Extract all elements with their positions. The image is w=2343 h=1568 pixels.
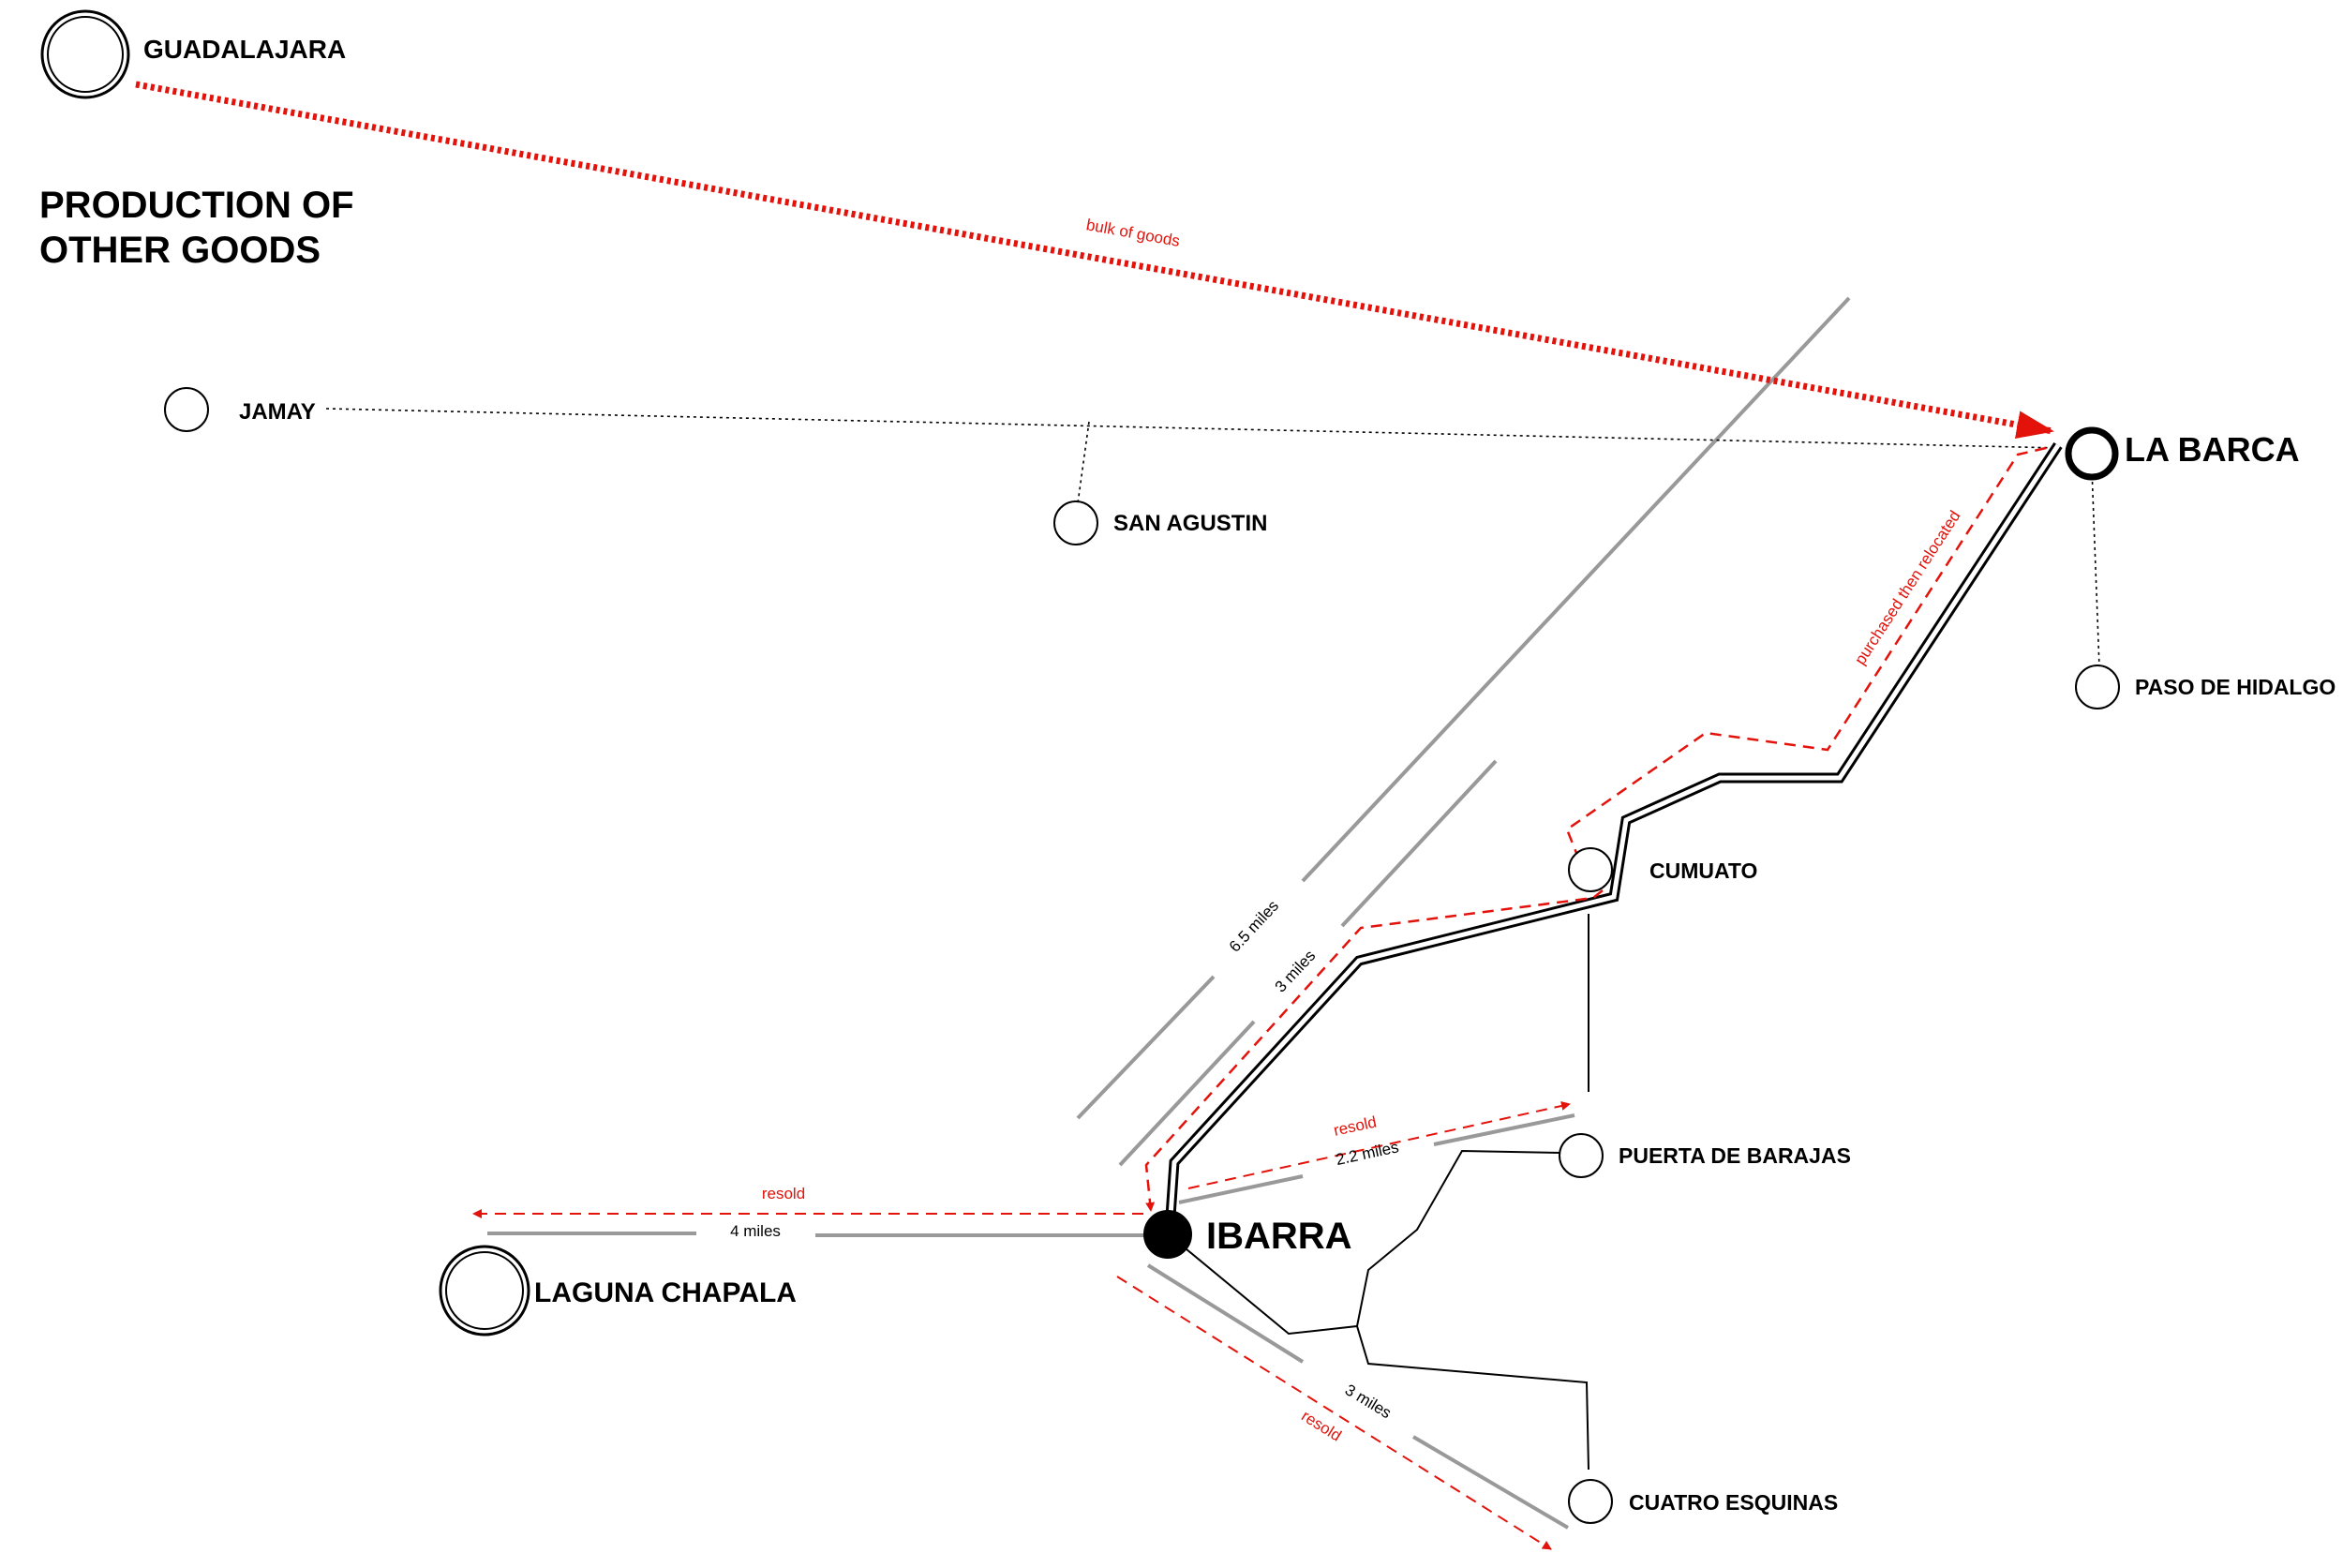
label-purchased-relocated: purchased then relocated: [1851, 507, 1963, 667]
road-ibarra-cuatro: [1169, 1234, 1589, 1471]
flow-cumuato-ibarra: [1144, 889, 1604, 1212]
label-distance-4: 4 miles: [730, 1222, 781, 1240]
roads: [1164, 441, 2063, 1471]
flow-resold-east: [1187, 1101, 1571, 1189]
label-bulk-of-goods: bulk of goods: [1085, 216, 1182, 250]
distance-bar-2-2-lower: [1178, 1174, 1304, 1204]
dotted-links: [325, 408, 2100, 668]
distance-bars: [487, 296, 1851, 1530]
label-distance-3-north: 3 miles: [1272, 947, 1320, 995]
label-resold-south: resold: [1298, 1407, 1344, 1445]
jamay-marker: [164, 387, 209, 432]
flows: [135, 81, 2054, 1550]
distance-bar-6-5-upper: [1301, 296, 1851, 883]
paso-de-hidalgo-link: [2091, 468, 2100, 668]
label-la-barca: LA BARCA: [2125, 430, 2300, 469]
label-resold-west: resold: [762, 1185, 805, 1202]
label-puerta-de-barajas: PUERTA DE BARAJAS: [1619, 1143, 1851, 1168]
flow-bulk-of-goods: [135, 81, 2054, 439]
label-laguna-chapala: LAGUNA CHAPALA: [534, 1277, 797, 1308]
label-distance-2-2: 2.2 miles: [1335, 1138, 1400, 1169]
label-paso-de-hidalgo: PASO DE HIDALGO: [2135, 675, 2336, 699]
distance-bar-3-lower: [1118, 1020, 1256, 1167]
flow-purchased-relocated: [1565, 446, 2047, 873]
la-barca-marker: [2065, 426, 2119, 481]
flow-resold-south: [1116, 1276, 1552, 1550]
place-markers: [40, 9, 2120, 1524]
paso-de-hidalgo-marker: [2075, 665, 2120, 709]
jamay-labarca-link: [325, 408, 2063, 449]
puerta-de-barajas-marker: [1559, 1133, 1604, 1178]
label-san-agustin: SAN AGUSTIN: [1113, 511, 1267, 536]
distance-bar-3-upper: [1340, 759, 1498, 928]
distance-bar-3-south-lower: [1411, 1435, 1570, 1530]
distance-bar-2-2-upper: [1433, 1113, 1575, 1146]
label-ibarra: IBARRA: [1206, 1216, 1352, 1257]
label-resold-east: resold: [1332, 1113, 1378, 1140]
guadalajara-marker: [40, 9, 130, 99]
road-branch-puerta: [1356, 1149, 1561, 1327]
laguna-chapala-marker: [439, 1245, 530, 1337]
diagram-title-line2: OTHER GOODS: [39, 230, 321, 271]
cumuato-marker: [1568, 847, 1613, 892]
road-labarca-ibarra-inner: [1167, 443, 2061, 1231]
label-guadalajara: GUADALAJARA: [143, 35, 346, 64]
label-cuatro-esquinas: CUATRO ESQUINAS: [1629, 1490, 1838, 1515]
label-cumuato: CUMUATO: [1649, 859, 1757, 883]
cuatro-esquinas-marker: [1568, 1479, 1613, 1524]
distance-bar-6-5-lower: [1076, 975, 1216, 1120]
label-distance-3-south: 3 miles: [1342, 1381, 1395, 1422]
san-agustin-link: [1077, 421, 1090, 504]
distance-bar-3-south-upper: [1146, 1263, 1305, 1364]
label-distance-6-5: 6.5 miles: [1226, 897, 1282, 956]
label-jamay: JAMAY: [239, 399, 316, 425]
san-agustin-marker: [1053, 500, 1098, 545]
diagram-title-line1: PRODUCTION OF: [39, 185, 354, 226]
ibarra-marker: [1143, 1210, 1192, 1259]
